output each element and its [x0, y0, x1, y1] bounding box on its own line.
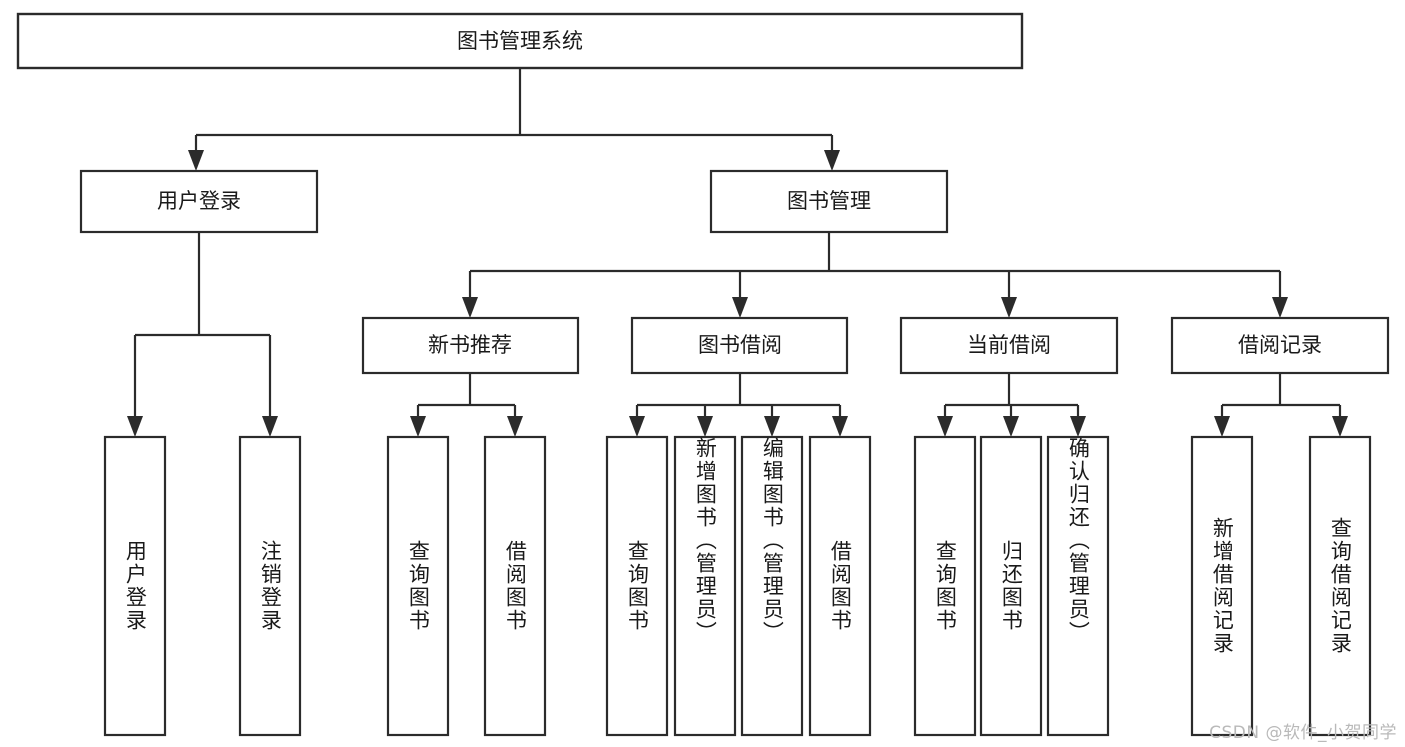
node-book-manage-box[interactable]	[709, 169, 949, 234]
node-user-login-label: 用户登录	[157, 189, 241, 213]
leaf-query-book-2-box[interactable]	[605, 435, 669, 737]
node-user-login[interactable]: 用户登录	[79, 169, 319, 234]
leaf-query-record-box[interactable]	[1308, 435, 1372, 737]
arrow-br-to-leaf-1-icon	[1214, 416, 1230, 437]
leaf-add-record-box[interactable]	[1190, 435, 1254, 737]
arrow-bm-to-current-borrow-icon	[1001, 297, 1017, 318]
leaf-confirm-return-box[interactable]	[1046, 435, 1110, 737]
arrow-nbr-to-leaf-1-icon	[410, 416, 426, 437]
arrow-ul-to-leaf-2-icon	[262, 416, 278, 437]
arrow-ul-to-leaf-1-icon	[127, 416, 143, 437]
arrow-cb-to-leaf-1-icon	[937, 416, 953, 437]
arrow-cb-to-leaf-3-icon	[1070, 416, 1086, 437]
leaf-borrow-book-1-box[interactable]	[483, 435, 547, 737]
arrow-bm-to-borrow-record-icon	[1272, 297, 1288, 318]
arrow-bb-to-leaf-3-icon	[764, 416, 780, 437]
leaf-borrow-book-2-box[interactable]	[808, 435, 872, 737]
arrow-cb-to-leaf-2-icon	[1003, 416, 1019, 437]
connector-group-root	[188, 68, 840, 171]
node-root[interactable]: 图书管理系统	[16, 12, 1024, 70]
node-book-manage-label: 图书管理	[787, 189, 871, 213]
node-borrow-record-label: 借阅记录	[1238, 333, 1322, 357]
leaf-query-book-1-box[interactable]	[386, 435, 450, 737]
csdn-watermark: CSDN @软件_小贺同学	[1209, 723, 1397, 743]
node-book-borrow-box[interactable]	[630, 316, 849, 375]
leaf-query-book-3-box[interactable]	[913, 435, 977, 737]
leaf-user-logout-box[interactable]	[238, 435, 302, 737]
connector-group-new-book-rec	[410, 373, 523, 437]
arrow-bm-to-new-book-rec-icon	[462, 297, 478, 318]
node-current-borrow-label: 当前借阅	[967, 333, 1051, 357]
connector-group-user-login	[127, 232, 278, 437]
leaf-user-login-box[interactable]	[103, 435, 167, 737]
node-root-label: 图书管理系统	[457, 29, 583, 53]
node-book-manage[interactable]: 图书管理	[709, 169, 949, 234]
arrow-root-to-user-login-icon	[188, 150, 204, 171]
connector-group-borrow-record	[1214, 373, 1348, 437]
node-new-book-rec-box[interactable]	[361, 316, 580, 375]
node-root-box[interactable]	[16, 12, 1024, 70]
arrow-br-to-leaf-2-icon	[1332, 416, 1348, 437]
leaf-edit-book-box[interactable]	[740, 435, 804, 737]
node-current-borrow[interactable]: 当前借阅	[899, 316, 1119, 375]
arrow-bb-to-leaf-1-icon	[629, 416, 645, 437]
connector-group-book-manage	[462, 232, 1288, 318]
node-borrow-record[interactable]: 借阅记录	[1170, 316, 1390, 375]
node-borrow-record-box[interactable]	[1170, 316, 1390, 375]
arrow-nbr-to-leaf-2-icon	[507, 416, 523, 437]
leaf-add-book-box[interactable]	[673, 435, 737, 737]
leaf-return-book-box[interactable]	[979, 435, 1043, 737]
connector-group-current-borrow	[937, 373, 1086, 437]
arrow-bm-to-book-borrow-icon	[732, 297, 748, 318]
connector-group-book-borrow	[629, 373, 848, 437]
node-user-login-box[interactable]	[79, 169, 319, 234]
arrow-bb-to-leaf-2-icon	[697, 416, 713, 437]
node-book-borrow[interactable]: 图书借阅	[630, 316, 849, 375]
arrow-bb-to-leaf-4-icon	[832, 416, 848, 437]
node-new-book-rec-label: 新书推荐	[428, 333, 512, 357]
node-book-borrow-label: 图书借阅	[698, 333, 782, 357]
node-current-borrow-box[interactable]	[899, 316, 1119, 375]
arrow-root-to-book-manage-icon	[824, 150, 840, 171]
node-new-book-rec[interactable]: 新书推荐	[361, 316, 580, 375]
